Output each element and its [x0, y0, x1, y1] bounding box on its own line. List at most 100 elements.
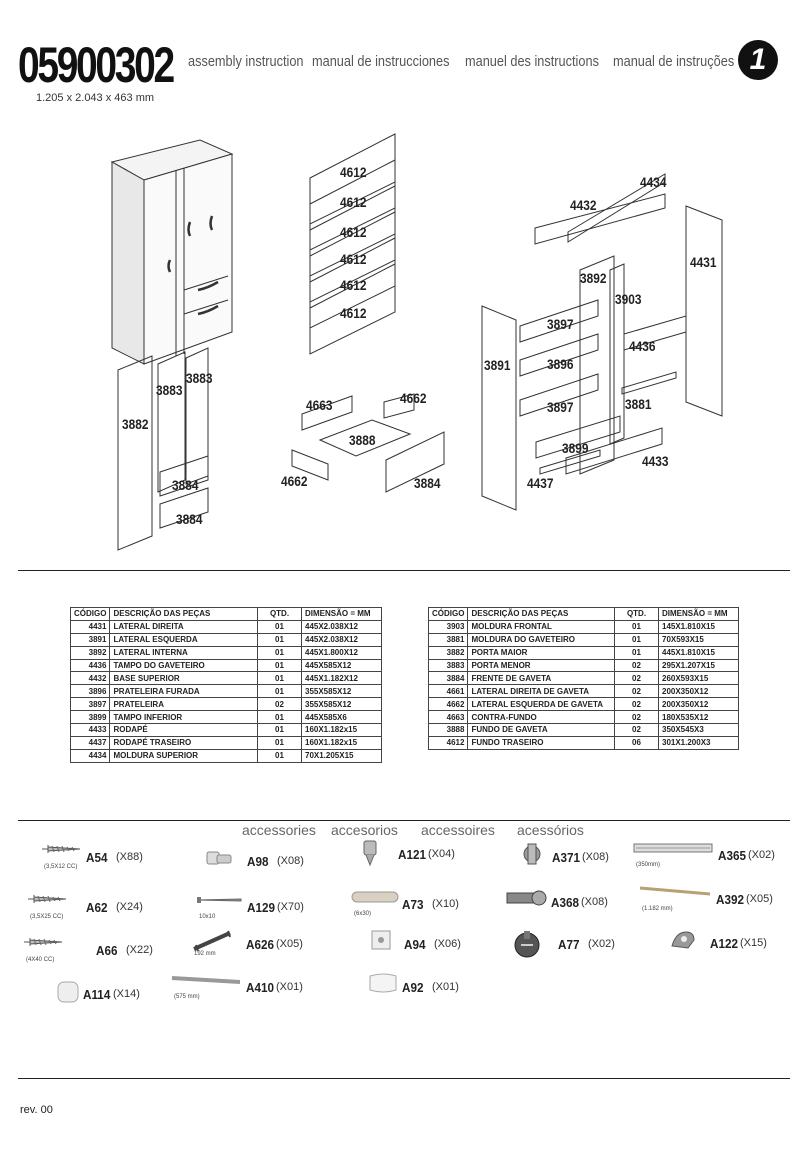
cell-description: FUNDO DE GAVETA [467, 723, 615, 737]
accessory-note: 192 mm [194, 951, 216, 957]
cell-dimension: 295X1.207X15 [658, 658, 739, 673]
cell-code: 3891 [69, 632, 111, 647]
cell-code: 3896 [69, 684, 111, 699]
part-label-3896: 3896 [547, 356, 574, 372]
table-header-row: CÓDIGO DESCRIÇÃO DAS PEÇAS QTD. DIMENSÃO… [69, 607, 382, 621]
cap-icon [55, 979, 81, 1010]
accessory-code: A121 [398, 847, 426, 862]
accessory-code: A62 [86, 900, 108, 915]
cell-code: 4661 [427, 684, 469, 699]
accessory-note: (575 mm) [174, 994, 200, 1000]
part-label-3897: 3897 [547, 316, 574, 332]
part-label-3882: 3882 [122, 416, 149, 432]
cell-code: 4612 [427, 735, 469, 750]
part-label-4662: 4662 [400, 390, 427, 406]
accessory-qty: (X88) [116, 851, 143, 863]
part-label-4433: 4433 [642, 453, 669, 469]
accessory-qty: (X15) [740, 937, 767, 949]
cell-dimension: 355X585X12 [301, 697, 382, 712]
lang-fr: manuel des instructions [465, 53, 599, 70]
cell-dimension: 145X1.810X15 [658, 619, 739, 634]
exploded-view-drawing [110, 133, 723, 551]
hinge-plate-icon [505, 887, 549, 914]
part-label-4612: 4612 [340, 251, 367, 267]
cell-description: LATERAL INTERNA [109, 645, 258, 660]
cell-dimension: 445X2.038X12 [301, 619, 382, 634]
cell-qty: 01 [614, 632, 659, 647]
cell-description: LATERAL DIREITA [109, 619, 258, 634]
accessory-note: 10x10 [199, 914, 216, 920]
cell-dimension: 200X350X12 [658, 684, 739, 699]
part-label-4437: 4437 [527, 475, 554, 491]
accessory-qty: (X70) [277, 901, 304, 913]
cell-description: PRATELEIRA [109, 697, 258, 712]
cell-qty: 02 [614, 697, 659, 712]
cell-dimension: 445X1.182X12 [301, 671, 382, 686]
accessory-code: A98 [247, 854, 269, 869]
divider-top [18, 570, 790, 571]
wood-dowel-icon [350, 889, 400, 910]
accessory-code: A114 [83, 987, 111, 1002]
cell-qty: 01 [257, 723, 302, 737]
handle-icon [190, 929, 236, 958]
cell-dimension: 445X585X6 [301, 710, 382, 725]
cell-description: LATERAL ESQUERDA DE GAVETA [467, 697, 615, 712]
product-dimensions: 1.205 x 2.043 x 463 mm [36, 92, 155, 104]
accessory-code: A392 [716, 892, 744, 907]
cell-qty: 02 [614, 671, 659, 686]
accessories-title-pt: acessórios [517, 822, 584, 838]
cell-description: MOLDURA DO GAVETEIRO [467, 632, 615, 647]
accessory-note: (3,5X12 CC) [44, 864, 78, 870]
cell-description: LATERAL ESQUERDA [109, 632, 258, 647]
part-label-4432: 4432 [570, 197, 597, 213]
part-label-4431: 4431 [690, 254, 717, 270]
cell-qty: 01 [257, 671, 302, 686]
part-label-3891: 3891 [484, 357, 511, 373]
header-description: DESCRIÇÃO DAS PEÇAS [109, 607, 258, 621]
accessory-qty: (X08) [277, 855, 304, 867]
cell-description: MOLDURA FRONTAL [467, 619, 615, 634]
accessory-code: A122 [710, 936, 738, 951]
cell-code: 3897 [69, 697, 111, 712]
screw-icon [22, 935, 66, 954]
cell-dimension: 445X2.038X12 [301, 632, 382, 647]
part-label-4662: 4662 [281, 473, 308, 489]
cell-description: PORTA MAIOR [467, 645, 615, 660]
accessory-code: A66 [96, 943, 118, 958]
cell-qty: 01 [257, 645, 302, 660]
revision: rev. 00 [20, 1104, 53, 1116]
part-label-3881: 3881 [625, 396, 652, 412]
header-description: DESCRIÇÃO DAS PEÇAS [467, 607, 615, 621]
accessory-note: (3,5X25 CC) [30, 914, 64, 920]
part-label-3892: 3892 [580, 270, 607, 286]
divider-accessories [18, 820, 790, 821]
part-label-4612: 4612 [340, 305, 367, 321]
cell-description: FRENTE DE GAVETA [467, 671, 615, 686]
page-number-badge: 1 [738, 40, 778, 80]
divider-bottom [18, 1078, 790, 1079]
dowel-connector-icon [205, 846, 233, 873]
accessory-note: (350mm) [636, 862, 661, 868]
cell-dimension: 70X1.205X15 [301, 748, 382, 763]
doors [117, 347, 209, 551]
parts-table-left: CÓDIGO DESCRIÇÃO DAS PEÇAS QTD. DIMENSÃO… [69, 607, 382, 763]
accessory-qty: (X08) [581, 896, 608, 908]
header-qty: QTD. [614, 607, 659, 621]
cam-bolt-icon [360, 839, 384, 872]
cell-dimension: 445X585X12 [301, 658, 382, 673]
cell-code: 4663 [427, 710, 469, 725]
cell-code: 3884 [427, 671, 469, 686]
cell-qty: 02 [614, 723, 659, 737]
part-label-3897: 3897 [547, 399, 574, 415]
cell-description: BASE SUPERIOR [109, 671, 258, 686]
